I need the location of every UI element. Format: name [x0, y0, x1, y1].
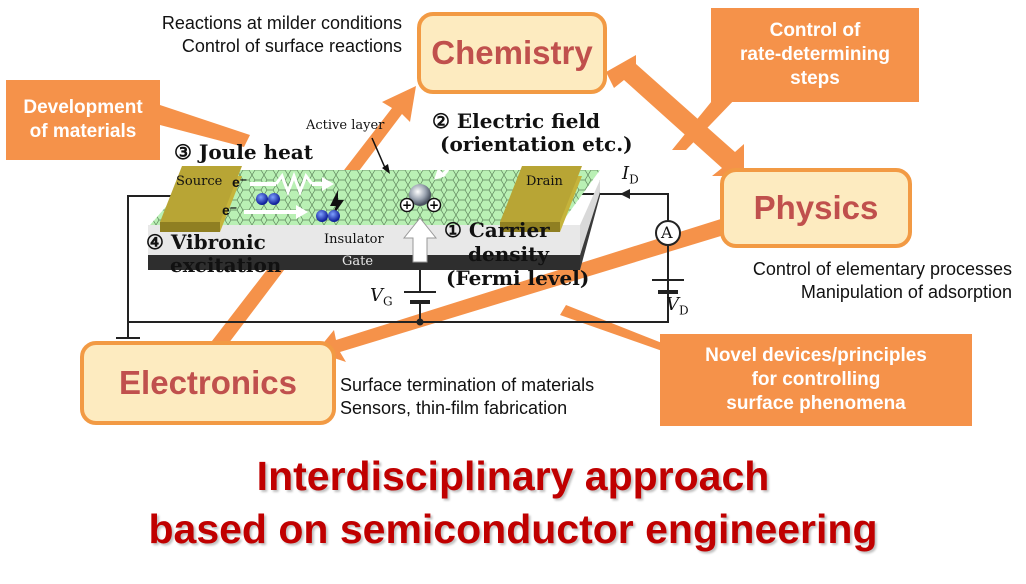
svg-text:+: + [429, 198, 439, 212]
physics-note-1: Control of elementary processes [752, 259, 1012, 279]
drain-label: Drain [526, 174, 563, 189]
physics-label: Physics [753, 189, 879, 226]
insulator-label: Insulator [324, 232, 384, 247]
drain-current-symbol: I [622, 163, 630, 184]
drain-voltage-label: VD [666, 294, 689, 318]
mechanism-4-line-1: ④ Vibronic [146, 230, 266, 254]
novel-pointer [560, 305, 668, 353]
mechanism-2-line-1: ② Electric field [432, 109, 600, 133]
drain-battery-icon [652, 279, 684, 294]
gate-battery-icon [404, 291, 436, 304]
drain-current-label: ID [622, 163, 639, 187]
novel-line-1: Novel devices/principles [705, 345, 927, 366]
mechanism-4-line-2: excitation [170, 253, 282, 277]
control-line-3: steps [790, 68, 840, 89]
control-callout: Control of rate-determining steps [711, 8, 919, 102]
novel-devices-callout: Novel devices/principles for controlling… [660, 334, 972, 426]
chemistry-box: Chemistry [417, 12, 607, 94]
gate-field-arrow-icon [402, 217, 438, 263]
arrow-physics-electronics [316, 218, 734, 362]
development-callout: Development of materials [6, 80, 160, 160]
chemistry-note-2: Control of surface reactions [181, 36, 402, 56]
title-line-1: Interdisciplinary approach [256, 453, 770, 499]
development-line-2: of materials [29, 121, 137, 142]
mechanism-1-label: ① Carrier density (Fermi level) [444, 218, 589, 290]
mechanism-2-line-2: (orientation etc.) [440, 132, 633, 156]
drain-voltage-symbol: V [666, 294, 679, 315]
control-pointer [672, 96, 738, 150]
circuit-wires [127, 193, 669, 338]
source-label: Source [176, 174, 223, 189]
development-pointer [160, 105, 250, 147]
svg-text:+: + [402, 198, 412, 212]
electronics-note-2: Sensors, thin-film fabrication [340, 398, 568, 418]
chemistry-note-1: Reactions at milder conditions [161, 13, 402, 33]
drain-current-sub: D [629, 172, 639, 187]
drain-voltage-sub: D [679, 303, 689, 318]
physics-notes: Control of elementary processes Manipula… [660, 258, 1012, 304]
gate-voltage-symbol: V [370, 285, 383, 306]
mechanism-1-line-1: ① Carrier [444, 218, 550, 242]
active-layer-label: Active layer [306, 118, 385, 133]
physics-box: Physics [720, 168, 912, 248]
electronics-box: Electronics [80, 341, 336, 425]
control-line-1: Control of [769, 20, 861, 41]
development-line-1: Development [23, 97, 143, 118]
novel-line-2: for controlling [751, 369, 881, 390]
mechanism-3-label: ③ Joule heat [174, 140, 313, 164]
current-arrow-icon [620, 189, 630, 199]
adsorbate-icon: + + [399, 147, 451, 213]
gate-voltage-sub: G [383, 294, 393, 309]
electron-label-2: e⁻ [222, 202, 238, 218]
electronics-note-1: Surface termination of materials [340, 375, 595, 395]
electronics-label: Electronics [119, 364, 297, 401]
physics-note-2: Manipulation of adsorption [800, 282, 1012, 302]
ammeter-icon [655, 220, 681, 246]
mechanism-1-line-3: (Fermi level) [446, 266, 590, 290]
gate-voltage-label: VG [370, 285, 393, 309]
gate-label: Gate [342, 254, 374, 269]
electron-label-1: e⁻ [232, 174, 248, 190]
title-line-2: based on semiconductor engineering [148, 506, 878, 552]
mechanism-2-label: ② Electric field (orientation etc.) [432, 110, 633, 156]
chemistry-label: Chemistry [431, 34, 593, 71]
arrow-chemistry-physics [606, 55, 744, 176]
novel-line-3: surface phenomena [726, 393, 906, 414]
molecule-icons [256, 193, 340, 222]
ammeter-label: A [661, 223, 673, 242]
electron-paths [244, 171, 344, 220]
mechanism-4-label: ④ Vibronic excitation [146, 231, 281, 277]
electronics-notes: Surface termination of materials Sensors… [340, 374, 660, 420]
control-line-2: rate-determining [740, 44, 890, 65]
chemistry-notes: Reactions at milder conditions Control o… [60, 12, 402, 58]
mechanism-1-line-2: density [468, 242, 549, 266]
